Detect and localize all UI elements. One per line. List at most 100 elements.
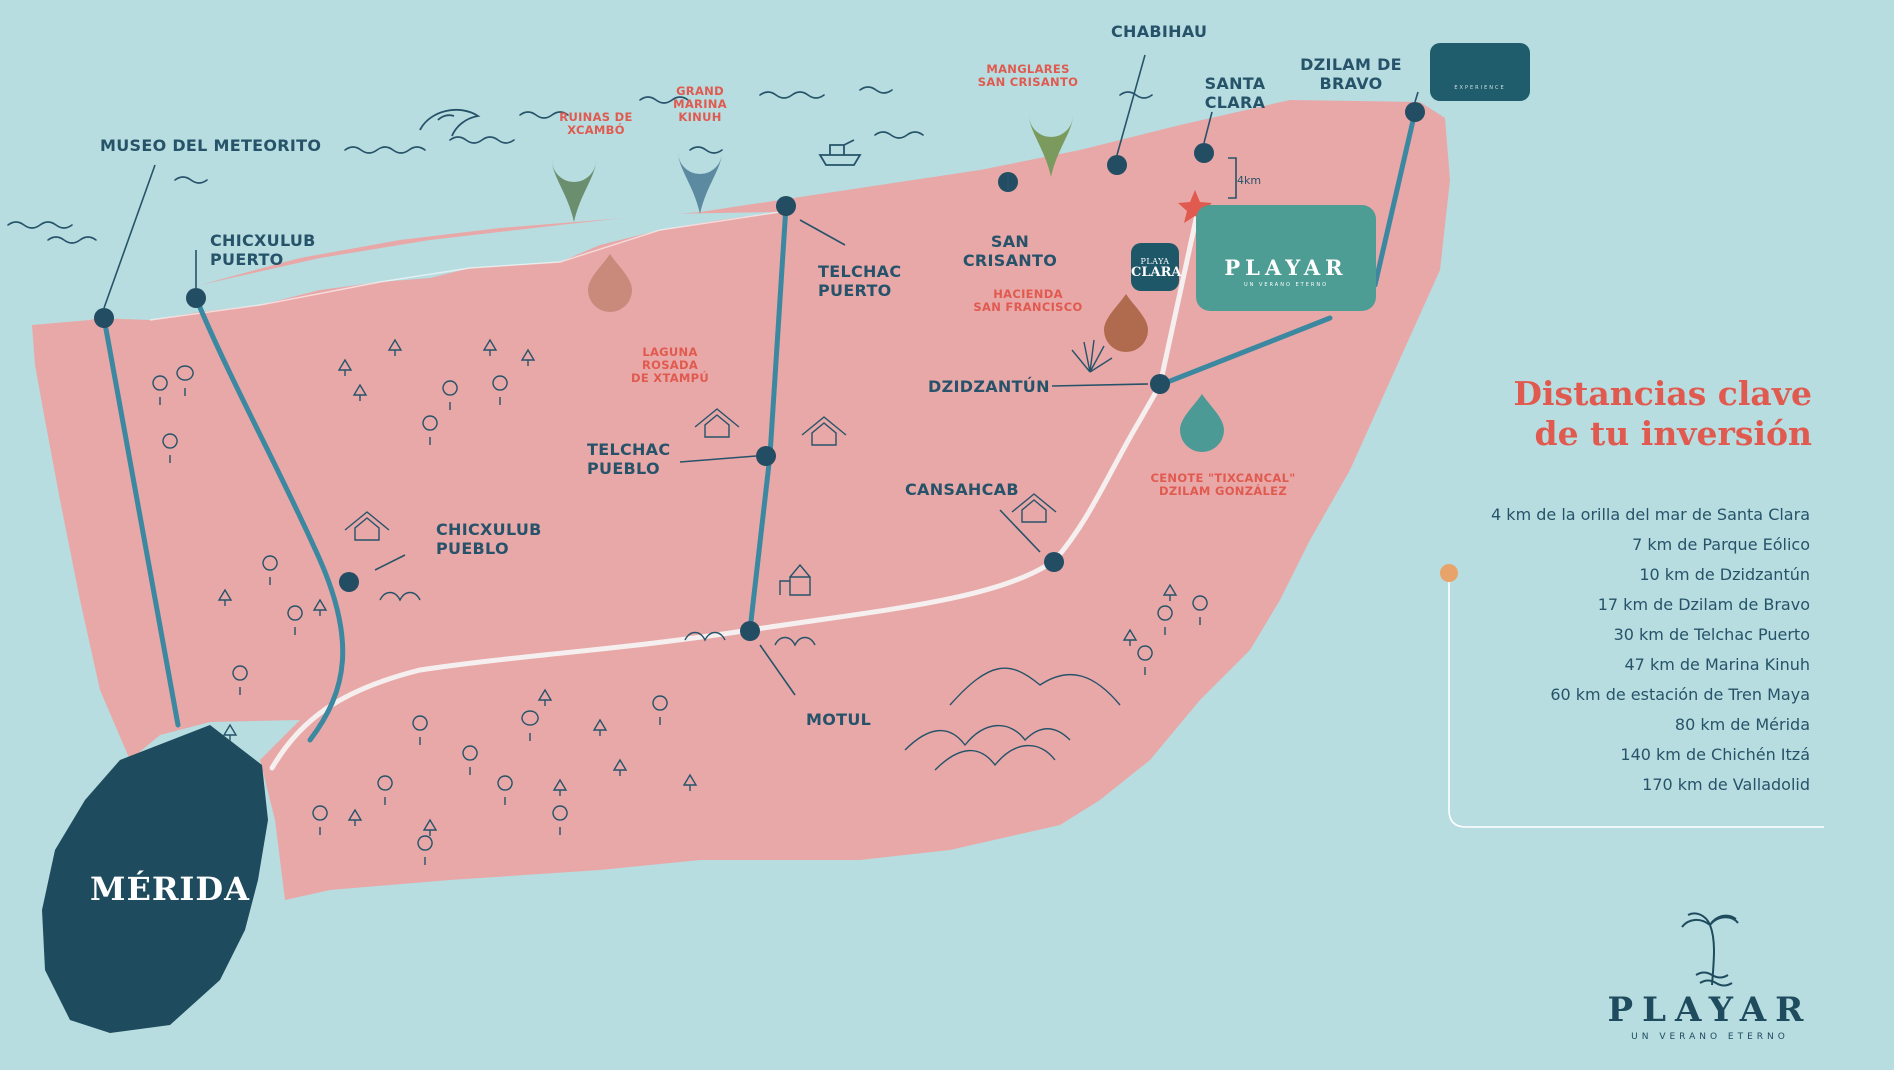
tree-icon <box>312 805 328 835</box>
tree-icon <box>442 380 458 410</box>
tree-icon <box>1137 645 1153 675</box>
boat-icon <box>818 139 862 166</box>
label-chabihau: CHABIHAU <box>1111 22 1208 41</box>
distance-item: 7 km de Parque Eólico <box>1632 535 1810 554</box>
node-chicxulub-puerto <box>186 288 206 308</box>
node-cansahcab <box>1044 552 1064 572</box>
label-4km: 4km <box>1237 174 1262 187</box>
tree-icon <box>347 808 363 826</box>
distance-item: 17 km de Dzilam de Bravo <box>1597 595 1810 614</box>
playa-clara-line2: CLARA <box>1131 265 1182 280</box>
house-icon <box>801 416 847 446</box>
node-santa-clara <box>1194 143 1214 163</box>
pin-hacienda-icon <box>1104 294 1148 352</box>
distance-item: 10 km de Dzidzantún <box>1639 565 1810 584</box>
node-dzidzantun <box>1150 374 1170 394</box>
tree-icon <box>552 805 568 835</box>
distance-item: 47 km de Marina Kinuh <box>1624 655 1811 674</box>
tree-icon <box>377 775 393 805</box>
tree-icon <box>521 710 539 741</box>
house-icon <box>344 511 390 541</box>
tree-icon <box>176 365 194 396</box>
distance-item: 30 km de Telchac Puerto <box>1613 625 1810 644</box>
distance-item: 4 km de la orilla del mar de Santa Clara <box>1491 505 1810 524</box>
tree-icon <box>337 358 353 376</box>
tree-icon <box>1192 595 1208 625</box>
tree-icon <box>552 778 568 796</box>
tree-icon <box>462 745 478 775</box>
tree-icon <box>497 775 513 805</box>
distance-accent <box>1440 564 1824 828</box>
distance-item: 60 km de estación de Tren Maya <box>1550 685 1810 704</box>
tree-icon <box>422 818 438 836</box>
brand-logo: PLAYAR UN VERANO ETERNO <box>1560 990 1860 1042</box>
tree-icon <box>412 715 428 745</box>
land-decor <box>152 338 1208 865</box>
node-chabihau <box>1107 155 1127 175</box>
bushes-icon <box>379 591 816 647</box>
node-telchac-puerto <box>776 196 796 216</box>
tree-icon <box>482 338 498 356</box>
tree-icon <box>1162 583 1178 601</box>
distances-list: 4 km de la orilla del mar de Santa Clara… <box>1440 500 1810 800</box>
pin-cenote-icon <box>1180 394 1224 452</box>
merida-area <box>42 725 268 1033</box>
node-chicxulub-pueblo <box>339 572 359 592</box>
label-cenote: CENOTE "TIXCANCAL"DZILAM GONZÁLEZ <box>1150 471 1296 498</box>
pin-manglares-icon <box>1029 115 1073 177</box>
church-icon <box>779 563 811 596</box>
tree-icon <box>682 773 698 791</box>
tree-icon <box>152 375 168 405</box>
tree-icon <box>262 555 278 585</box>
tree-icon <box>417 835 433 865</box>
agave-icon <box>1071 339 1113 373</box>
hills-icon <box>949 667 1121 706</box>
leader-lines <box>103 54 1419 696</box>
node-telchac-pueblo <box>756 446 776 466</box>
node-dzilam-de-bravo <box>1405 102 1425 122</box>
tree-icon <box>387 338 403 356</box>
pin-xcambo-icon <box>552 160 596 222</box>
tree-icon <box>652 695 668 725</box>
node-museo <box>94 308 114 328</box>
distance-item: 140 km de Chichén Itzá <box>1620 745 1810 764</box>
tree-icon <box>612 758 628 776</box>
tree-icon <box>492 375 508 405</box>
pin-laguna-icon <box>588 254 632 312</box>
node-motul <box>740 621 760 641</box>
tree-icon <box>312 598 328 616</box>
distance-item: 170 km de Valladolid <box>1642 775 1810 794</box>
playar-card-subtitle: UN VERANO ETERNO <box>1243 282 1329 288</box>
pin-marina-icon <box>678 152 722 214</box>
tree-icon <box>537 688 553 706</box>
tree-icon <box>217 588 233 606</box>
photo-pins <box>552 115 1224 452</box>
playar-location-card: PLAYAR UN VERANO ETERNO <box>1196 205 1376 311</box>
coastal-lagoon <box>95 212 780 320</box>
tree-icon <box>592 718 608 736</box>
distance-bracket <box>1448 582 1824 828</box>
house-icon <box>694 408 740 438</box>
distances-title: Distancias clave de tu inversión <box>1513 374 1812 453</box>
land-mass <box>32 100 1450 900</box>
hills-icon <box>904 724 1071 751</box>
hills-icon <box>934 744 1056 771</box>
label-museo-meteorito: MUSEO DEL METEORITO <box>100 136 322 155</box>
experience-card: EXPERIENCE <box>1430 43 1530 101</box>
brand-name: PLAYAR <box>1607 990 1813 1030</box>
label-merida: MÉRIDA <box>90 870 250 908</box>
label-motul: MOTUL <box>806 710 872 729</box>
label-dzidzantun: DZIDZANTÚN <box>928 377 1050 396</box>
tree-icon <box>162 433 178 463</box>
